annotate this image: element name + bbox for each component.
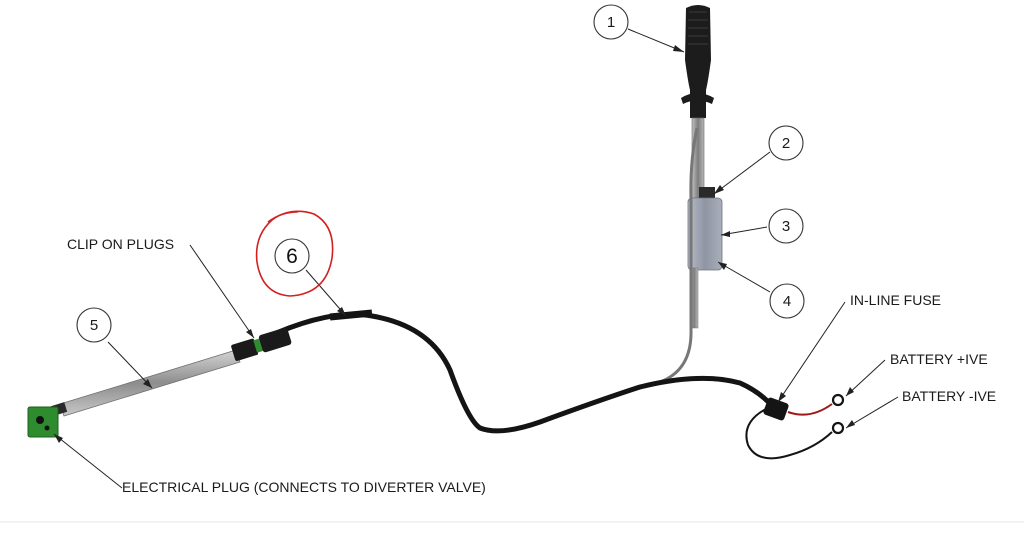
balloon-5: 5 [76,307,112,343]
main-cable [262,311,775,434]
balloon-4-number: 4 [783,293,791,310]
balloon-6-number: 6 [286,245,298,268]
balloon-2-number: 2 [782,135,790,152]
label-in-line-fuse: IN-LINE FUSE [850,292,941,308]
label-battery-neg: BATTERY -IVE [902,388,996,404]
red-annotation-circle [255,210,334,297]
label-clip-on-plugs: CLIP ON PLUGS [67,236,174,252]
label-battery-pos: BATTERY +IVE [890,351,988,367]
leader-lines [53,28,899,489]
balloon-4: 4 [769,283,805,319]
balloon-3-number: 3 [782,218,790,235]
balloon-6: 6 [274,238,310,274]
rod-5 [59,349,241,417]
balloon-2: 2 [768,125,804,161]
electrical-plug [27,402,68,438]
battery-neg-terminal [831,421,845,435]
balloon-5-number: 5 [90,317,98,334]
balloon-1: 1 [593,4,629,40]
battery-pos-wire [787,403,833,416]
handle-cable [659,127,699,384]
fuse-loop-wire [745,405,833,460]
switch-box [687,197,723,271]
balloon-3: 3 [768,208,804,244]
in-line-fuse-holder [763,397,789,421]
label-electrical-plug: ELECTRICAL PLUG (CONNECTS TO DIVERTER VA… [122,479,486,495]
balloon-1-number: 1 [607,14,615,31]
joystick-handle [681,5,714,118]
switch-bracket [699,187,715,199]
battery-pos-terminal [831,393,845,407]
clip-on-plug [231,327,292,361]
